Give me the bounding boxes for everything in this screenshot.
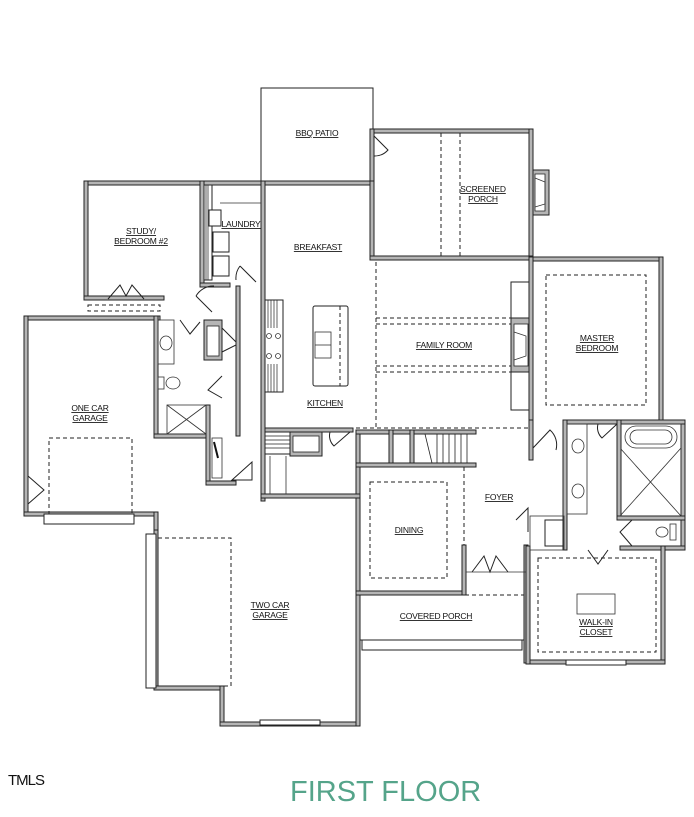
family-room xyxy=(356,262,530,429)
label-covered-porch: COVERED PORCH xyxy=(400,611,473,621)
foyer xyxy=(466,506,529,574)
exterior-walls xyxy=(23,180,686,727)
label-family-room: FAMILY ROOM xyxy=(416,340,472,350)
hall-bath xyxy=(153,285,253,486)
label-screened-porch-2: PORCH xyxy=(468,194,498,204)
label-dining: DINING xyxy=(395,525,424,535)
master-bedroom xyxy=(528,274,647,461)
mls-watermark: TMLS xyxy=(8,772,45,789)
label-one-car-garage-2: GARAGE xyxy=(72,413,108,423)
two-car-garage xyxy=(145,533,321,726)
one-car-garage xyxy=(27,437,135,525)
label-two-car-garage-1: TWO CAR xyxy=(251,600,290,610)
label-one-car-garage-1: ONE CAR xyxy=(71,403,108,413)
dining xyxy=(369,467,465,579)
kitchen xyxy=(260,299,361,499)
label-study-1: STUDY/ xyxy=(126,226,157,236)
label-kitchen: KITCHEN xyxy=(307,398,343,408)
label-walk-in-closet-2: CLOSET xyxy=(580,627,613,637)
staircase xyxy=(355,429,477,468)
walk-in-closet xyxy=(529,515,657,666)
covered-porch xyxy=(360,594,524,651)
label-laundry: LAUNDRY xyxy=(221,219,261,229)
laundry xyxy=(195,184,261,313)
label-walk-in-closet-1: WALK-IN xyxy=(579,617,613,627)
label-bbq-patio: BBQ PATIO xyxy=(296,128,339,138)
label-screened-porch-1: SCREENED xyxy=(460,184,506,194)
label-two-car-garage-2: GARAGE xyxy=(252,610,288,620)
screened-porch xyxy=(369,128,550,260)
label-master-bedroom-1: MASTER xyxy=(580,333,614,343)
study-bedroom xyxy=(83,180,205,312)
label-study-2: BEDROOM #2 xyxy=(114,236,168,246)
label-breakfast: BREAKFAST xyxy=(294,242,342,252)
master-bath xyxy=(562,419,686,551)
label-foyer: FOYER xyxy=(485,492,513,502)
floor-title: FIRST FLOOR xyxy=(290,776,482,808)
label-master-bedroom-2: BEDROOM xyxy=(576,343,619,353)
